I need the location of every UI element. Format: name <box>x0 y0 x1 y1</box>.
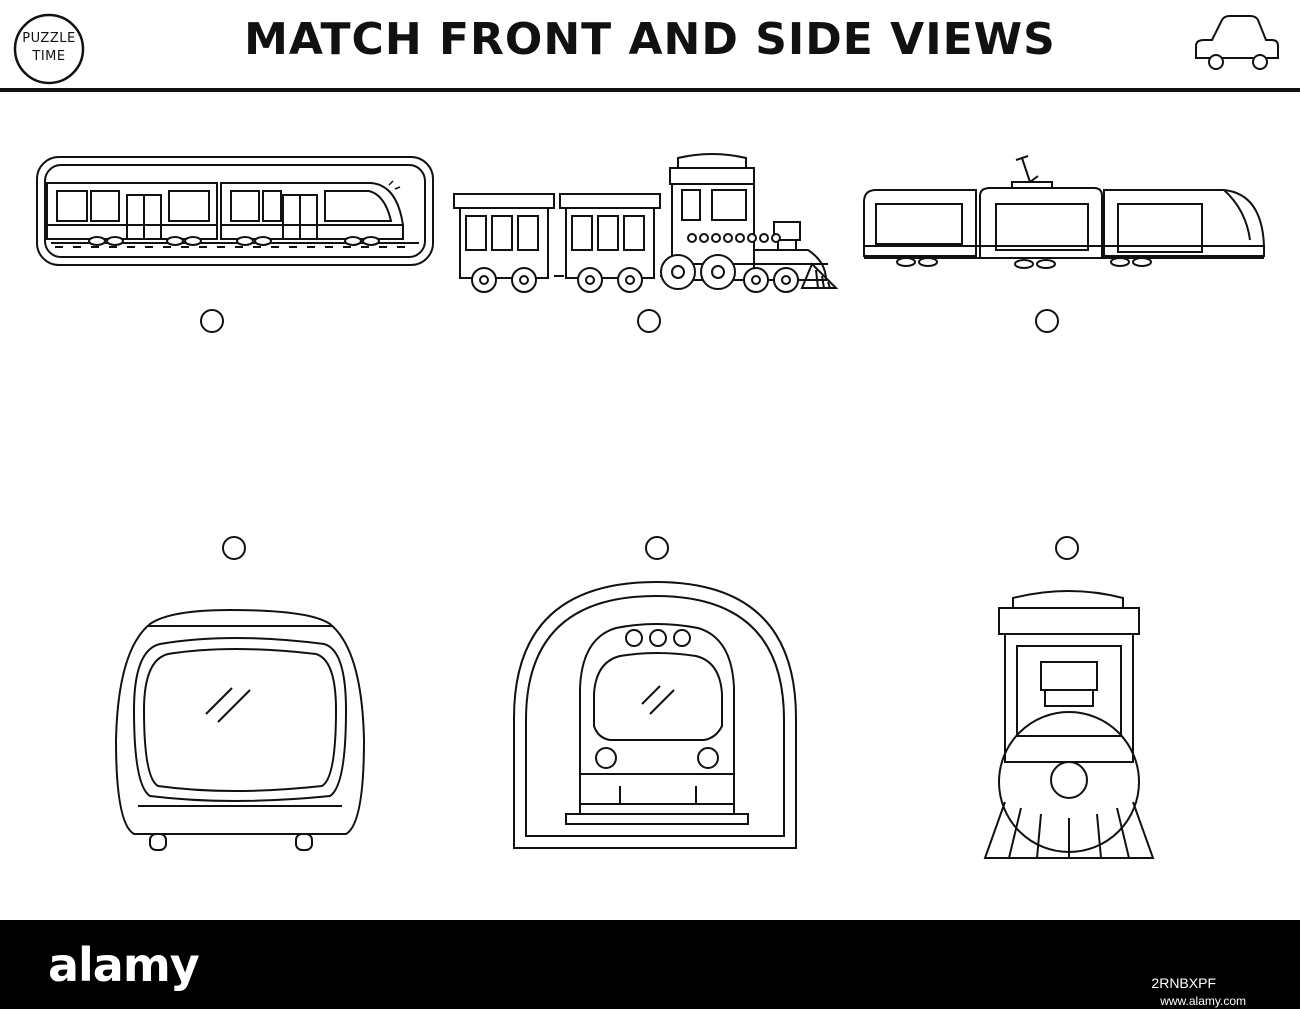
side-view-2-answer-dot[interactable] <box>637 309 661 333</box>
site-url-label: www.alamy.com <box>1160 994 1246 1008</box>
tram-front-icon <box>114 608 366 851</box>
puzzle-time-logo: PUZZLE TIME <box>12 12 86 86</box>
alamy-logo: alamy <box>48 938 200 992</box>
logo-line-2: TIME <box>32 49 66 64</box>
steam-train-side-icon <box>453 153 839 293</box>
side-view-1-answer-dot[interactable] <box>200 309 224 333</box>
metro-front-icon <box>513 580 797 849</box>
steam-locomotive-front-icon <box>983 590 1155 859</box>
header-divider <box>0 88 1300 92</box>
side-view-3-answer-dot[interactable] <box>1035 309 1059 333</box>
logo-line-1: PUZZLE <box>22 31 76 46</box>
metro-train-side-icon <box>36 156 434 266</box>
tram-side-icon <box>863 155 1265 269</box>
car-outline-icon <box>1195 15 1279 70</box>
front-view-3-answer-dot[interactable] <box>1055 536 1079 560</box>
image-id-label: 2RNBXPF <box>1151 975 1216 991</box>
front-view-2-answer-dot[interactable] <box>645 536 669 560</box>
worksheet: PUZZLE TIME MATCH FRONT AND SIDE VIEWS <box>0 12 1300 859</box>
logo-circle-icon <box>13 13 85 85</box>
page-title: MATCH FRONT AND SIDE VIEWS <box>244 14 1056 65</box>
front-view-1-answer-dot[interactable] <box>222 536 246 560</box>
watermark-footer: alamy 2RNBXPF www.alamy.com <box>0 920 1300 1009</box>
